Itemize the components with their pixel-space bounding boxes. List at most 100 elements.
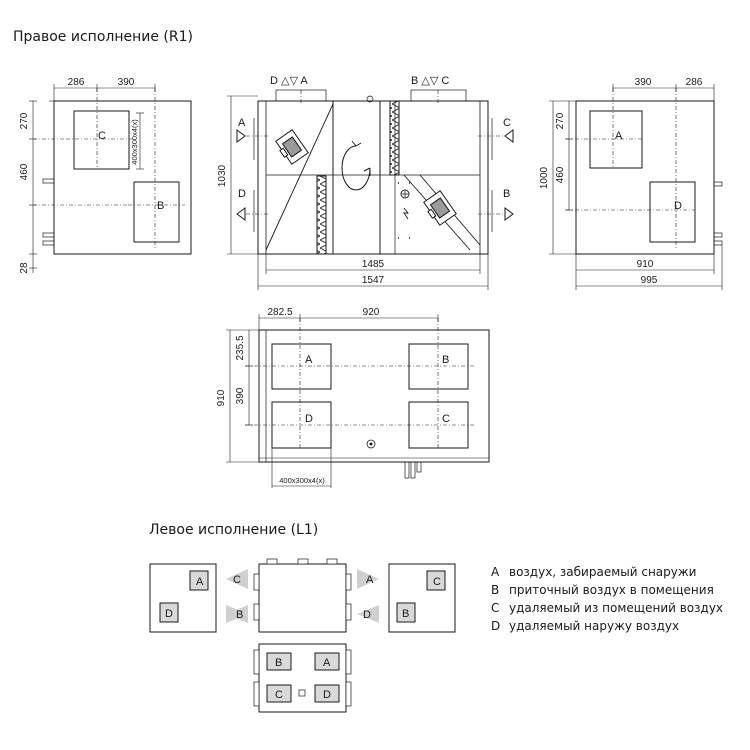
fan-right-icon	[423, 190, 457, 226]
l1-arrow-label-a: A	[366, 574, 374, 586]
plan-view-body	[258, 329, 490, 463]
fan-left-icon	[275, 129, 309, 165]
plan-label-d: D	[305, 413, 313, 425]
plan-label-b: B	[442, 354, 449, 366]
title-right-version: Правое исполнение (R1)	[13, 29, 193, 45]
title-left-version: Левое исполнение (L1)	[149, 522, 319, 538]
front-side-label-b: B	[503, 188, 510, 200]
drain-icon	[366, 439, 376, 449]
l1-arrow-c-left-icon	[226, 569, 248, 589]
l1-plan-label-c: C	[275, 689, 283, 701]
front-view-body	[257, 100, 489, 255]
front-side-label-a: A	[238, 117, 246, 129]
l1-arrow-b-left-icon	[226, 605, 248, 623]
left-view-port-c	[73, 110, 130, 170]
heater-lightning-icon	[403, 207, 409, 220]
front-side-label-c: C	[503, 117, 511, 129]
dim-front-1030: 1030	[217, 164, 228, 187]
filter-right	[389, 100, 400, 176]
right-view-label-d: D	[674, 200, 682, 212]
front-arrow-a-icon	[236, 129, 246, 143]
dim-front-1547: 1547	[362, 275, 385, 286]
l1-plan-port-b	[266, 652, 292, 671]
left-view-port-b	[133, 181, 180, 243]
duct-size-plan-view: 400x300x4(x)	[279, 476, 325, 485]
front-side-label-d: D	[238, 188, 246, 200]
dim-plan-390: 390	[235, 387, 246, 404]
dim-left-286: 286	[68, 77, 85, 88]
l1-arrow-d-right-icon	[357, 605, 379, 623]
legend-key-b: B	[491, 583, 500, 597]
left-view-label-c: C	[98, 130, 106, 142]
legend-key-a: A	[491, 565, 500, 579]
rotor-arrow-icon	[341, 145, 371, 191]
l1-plan-label-b: B	[275, 657, 282, 669]
front-arrow-b-icon	[504, 207, 514, 221]
dim-left-270: 270	[19, 112, 30, 129]
right-view-label-a: A	[615, 130, 623, 142]
filter-left	[316, 175, 327, 255]
right-view-port-d	[649, 181, 696, 243]
front-top-left-ports: D △▽ A	[270, 75, 308, 87]
dim-left-390: 390	[118, 77, 135, 88]
l1-plan-label-d: D	[323, 689, 331, 701]
plan-label-a: A	[305, 354, 313, 366]
l1-right-port-b	[396, 602, 416, 623]
l1-plan-port-c	[266, 684, 292, 703]
l1-arrow-label-d: D	[363, 609, 371, 621]
dim-right-270: 270	[555, 112, 566, 129]
l1-plan-port-d	[314, 684, 340, 703]
dim-right-910: 910	[637, 259, 654, 270]
dim-front-1485: 1485	[362, 259, 385, 270]
legend-key-d: D	[491, 619, 501, 633]
plan-port-a	[271, 343, 332, 390]
front-view	[227, 89, 514, 290]
l1-left-port-d	[159, 602, 179, 623]
dim-plan-235-5: 235.5	[235, 335, 246, 360]
l1-plan-label-a: A	[323, 657, 331, 669]
left-view-label-b: B	[157, 200, 164, 212]
legend-key-c: C	[491, 601, 500, 615]
l1-right-label-c: C	[433, 576, 441, 588]
dim-right-1000: 1000	[539, 166, 550, 189]
dim-left-460: 460	[19, 163, 30, 180]
front-arrow-d-icon	[236, 207, 246, 221]
dim-right-995: 995	[641, 275, 658, 286]
right-view-port-a	[589, 110, 643, 169]
front-top-right-ports: B △▽ C	[411, 75, 449, 87]
l1-plan-port-a	[314, 652, 340, 671]
l1-arrow-label-b: B	[236, 609, 243, 621]
right-view-body	[575, 100, 715, 255]
right-side-view	[549, 84, 723, 290]
l1-left-port-a	[189, 570, 209, 591]
legend-text-c: удаляемый из помещений воздух	[509, 601, 724, 615]
dim-plan-282-5: 282.5	[267, 307, 292, 318]
l1-right-port-c	[426, 570, 446, 591]
l1-drain-icon	[298, 689, 306, 697]
front-arrow-c-icon	[504, 129, 514, 143]
l1-arrow-label-c: C	[233, 574, 241, 586]
dim-right-390: 390	[635, 77, 652, 88]
dim-left-28: 28	[19, 262, 30, 274]
left-side-view	[29, 84, 192, 273]
legend-text-a: воздух, забираемый снаружи	[509, 565, 697, 579]
l1-right-label-b: B	[402, 608, 409, 620]
legend-text-b: приточный воздух в помещения	[509, 583, 714, 597]
dim-right-460: 460	[555, 166, 566, 183]
heater-plus-icon	[400, 189, 410, 199]
left-view-body	[53, 100, 192, 255]
plan-label-c: C	[442, 413, 450, 425]
duct-size-left-view: 400x300x4(x)	[130, 119, 139, 165]
plan-view	[226, 314, 490, 488]
l1-left-label-a: A	[196, 576, 204, 588]
dim-plan-910: 910	[216, 389, 227, 406]
plan-port-b	[408, 343, 469, 390]
l1-center-panel	[258, 563, 347, 633]
legend-text-d: удаляемый наружу воздух	[509, 619, 680, 633]
dim-right-286: 286	[686, 77, 703, 88]
